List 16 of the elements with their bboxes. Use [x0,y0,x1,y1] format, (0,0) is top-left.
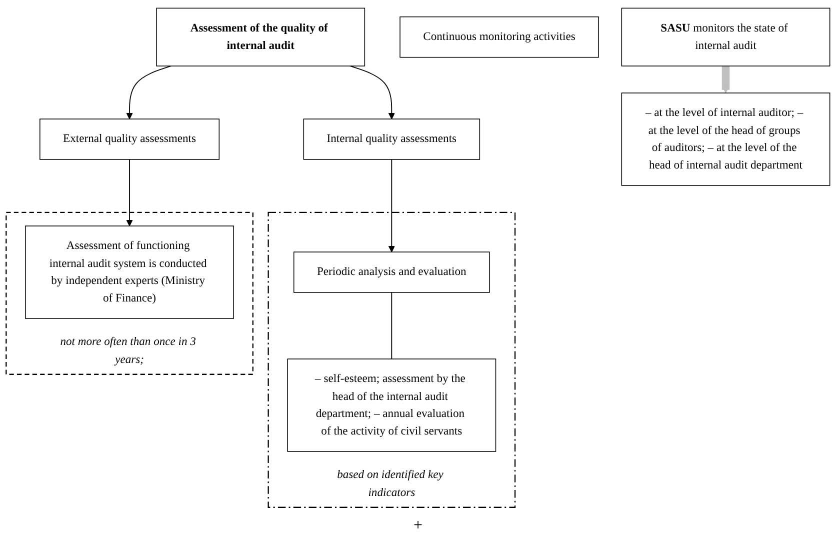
node-box: Assessment of the quality of internal audit [156,8,366,66]
node-box: Continuous monitoring activities [400,16,599,58]
node-box: Periodic analysis and evaluation [293,251,490,293]
connector [391,292,392,360]
plus-sign: + [413,517,423,534]
node-box: – self-esteem; assessment by the head of the internal audit department; – annual evaluation of the activity of civil servants [287,358,496,452]
arrow [126,65,172,120]
node-box: SASU monitors the state of internal audit [621,8,830,66]
node-box: Assessment of functioning internal audit system is conducted by independent experts (Ministry of Finance) [25,225,234,319]
node-box: – at the level of internal auditor; – at the level of the head of groups of auditors; – at the level of the head of internal audit department [621,92,830,186]
node-box: Internal quality assessments [303,118,480,160]
arrow [722,64,730,93]
arrow [388,158,396,252]
node-box: External quality assessments [40,118,220,160]
arrow [350,65,396,120]
arrow [126,158,133,226]
